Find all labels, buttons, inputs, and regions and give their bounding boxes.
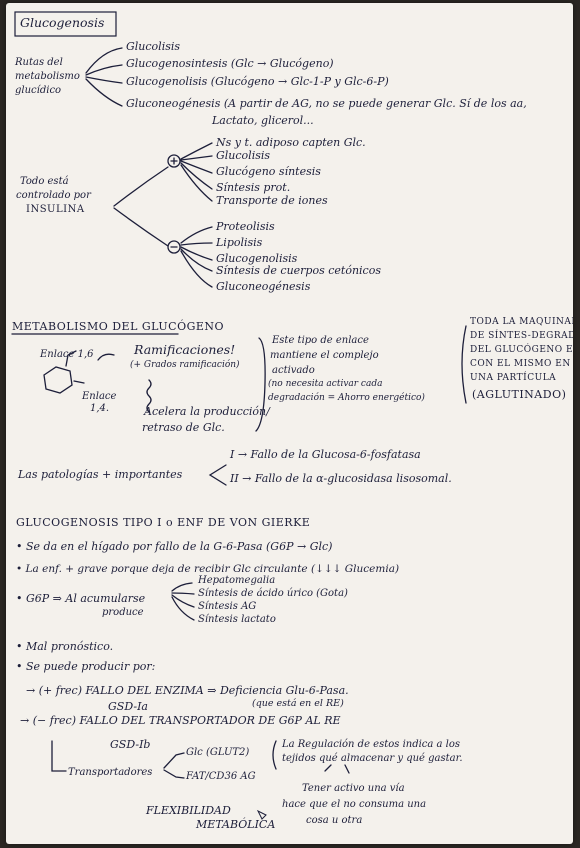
section2-label-line3: INSULINA — [26, 204, 85, 215]
section1-item: Glucogenosintesis (Glc → Glucógeno) — [126, 57, 334, 70]
machinery-note-line: DEL GLUCÓGENO ESTÁ — [470, 345, 573, 355]
von-gierke-bullet: • Mal pronóstico. — [16, 640, 114, 653]
insulin-minus-item: Lipolisis — [216, 236, 263, 249]
regulation-note-line: La Regulación de estos indica a los — [282, 739, 461, 750]
ramificaciones-sub: (+ Grados ramificación) — [130, 360, 240, 370]
section1-label-line1: Rutas del — [15, 57, 63, 68]
acelera-line2: retraso de Glc. — [142, 421, 225, 434]
notebook-page: Glucogenosis Rutas del metabolismo glucí… — [6, 3, 573, 844]
pathology-item: II → Fallo de la α-glucosidasa lisosomal… — [230, 472, 452, 485]
machinery-note-line: UNA PARTÍCULA — [470, 373, 557, 383]
enlace-14-line2: 1,4. — [90, 403, 110, 414]
machinery-note-line: TODA LA MAQUINARIA — [470, 317, 573, 327]
section1-item: Gluconeogénesis (A partir de AG, no se p… — [126, 97, 527, 110]
glycogen-metabolism-heading: METABOLISMO DEL GLUCÓGENO — [12, 320, 225, 333]
enzyme-failure-sub: (que está en el RE) — [252, 698, 344, 709]
von-gierke-heading: GLUCOGENOSIS TIPO I o ENF DE VON GIERKE — [16, 516, 311, 529]
insulin-plus-item: Glucógeno síntesis — [216, 165, 321, 178]
flexibility-line2: METABÓLICA — [196, 818, 276, 831]
enlace-16-label: Enlace 1,6 — [40, 349, 94, 360]
enlace-14-line1: Enlace — [82, 391, 117, 402]
enlace-note-line: (no necesita activar cada — [268, 379, 383, 389]
enzyme-failure-line: → (+ frec) FALLO DEL ENZIMA ⇒ Deficienci… — [26, 684, 349, 697]
active-pathway-note: cosa u otra — [306, 815, 363, 826]
enlace-note-line: mantiene el complejo — [270, 350, 379, 361]
transporter-item: FAT/CD36 AG — [186, 771, 256, 782]
gsd-1a-label: GSD-Ia — [108, 700, 148, 713]
enlace-note-line: activado — [272, 365, 315, 376]
insulin-minus-item: Gluconeogénesis — [216, 280, 311, 293]
section1-item: Glucogenolisis (Glucógeno → Glc-1-P y Gl… — [126, 75, 389, 88]
insulin-minus-item: Proteolisis — [216, 220, 275, 233]
von-gierke-produce: produce — [102, 607, 144, 618]
accumulation-effect: Hepatomegalia — [198, 575, 276, 586]
active-pathway-note: hace que el no consuma una — [282, 799, 427, 810]
transporters-label: Transportadores — [68, 767, 153, 778]
section1-label-line3: glucídico — [15, 85, 62, 96]
section1-item: Lactato, glicerol... — [212, 114, 314, 127]
accumulation-effect: Síntesis lactato — [198, 614, 276, 625]
pathologies-label: Las patologías + importantes — [18, 468, 183, 481]
transporter-failure-line: → (− frec) FALLO DEL TRANSPORTADOR DE G6… — [20, 714, 341, 727]
enlace-note-line: degradación = Ahorro energético) — [268, 393, 425, 403]
pathology-item: I → Fallo de la Glucosa-6-fosfatasa — [230, 448, 421, 461]
machinery-note-line: DE SÍNTES-DEGRADACIÓN — [470, 331, 573, 341]
insulin-plus-item: Glucolisis — [216, 149, 271, 162]
enlace-note-line: Este tipo de enlace — [272, 335, 369, 346]
von-gierke-bullet: • Se da en el hígado por fallo de la G-6… — [16, 540, 333, 553]
von-gierke-bullet: • La enf. + grave porque deja de recibir… — [16, 563, 400, 575]
gsd-1b-label: GSD-Ib — [110, 738, 151, 751]
section1-label-line2: metabolismo — [15, 71, 80, 82]
insulin-minus-item: Glucogenolisis — [216, 252, 298, 265]
active-pathway-note: Tener activo una vía — [302, 783, 405, 794]
handwritten-strokes — [11, 11, 467, 820]
insulin-plus-item: Transporte de iones — [216, 194, 328, 207]
transporter-item: Glc (GLUT2) — [186, 747, 250, 758]
insulin-plus-item: Ns y t. adiposo capten Glc. — [216, 136, 366, 149]
machinery-note-last: (AGLUTINADO) — [472, 388, 567, 401]
von-gierke-bullet: • Se puede producir por: — [16, 660, 156, 673]
page-title: Glucogenosis — [20, 15, 105, 30]
ramificaciones-label: Ramificaciones! — [134, 342, 236, 357]
accumulation-effect: Síntesis AG — [198, 601, 257, 612]
acelera-line1: Acelera la producción/ — [144, 405, 270, 418]
insulin-minus-item: Síntesis de cuerpos cetónicos — [216, 264, 381, 277]
section2-label-line2: controlado por — [16, 190, 91, 201]
insulin-plus-item: Síntesis prot. — [216, 181, 291, 194]
section1-item: Glucolisis — [126, 40, 181, 53]
regulation-note-line: tejidos qué almacenar y qué gastar. — [282, 753, 463, 764]
section2-label-line1: Todo está — [20, 176, 69, 187]
machinery-note-line: CON EL MISMO EN — [470, 359, 571, 369]
flexibility-line1: FLEXIBILIDAD — [146, 804, 231, 817]
accumulation-effect: Síntesis de ácido úrico (Gota) — [198, 588, 348, 599]
von-gierke-bullet: • G6P ⇒ Al acumularse — [16, 592, 146, 605]
